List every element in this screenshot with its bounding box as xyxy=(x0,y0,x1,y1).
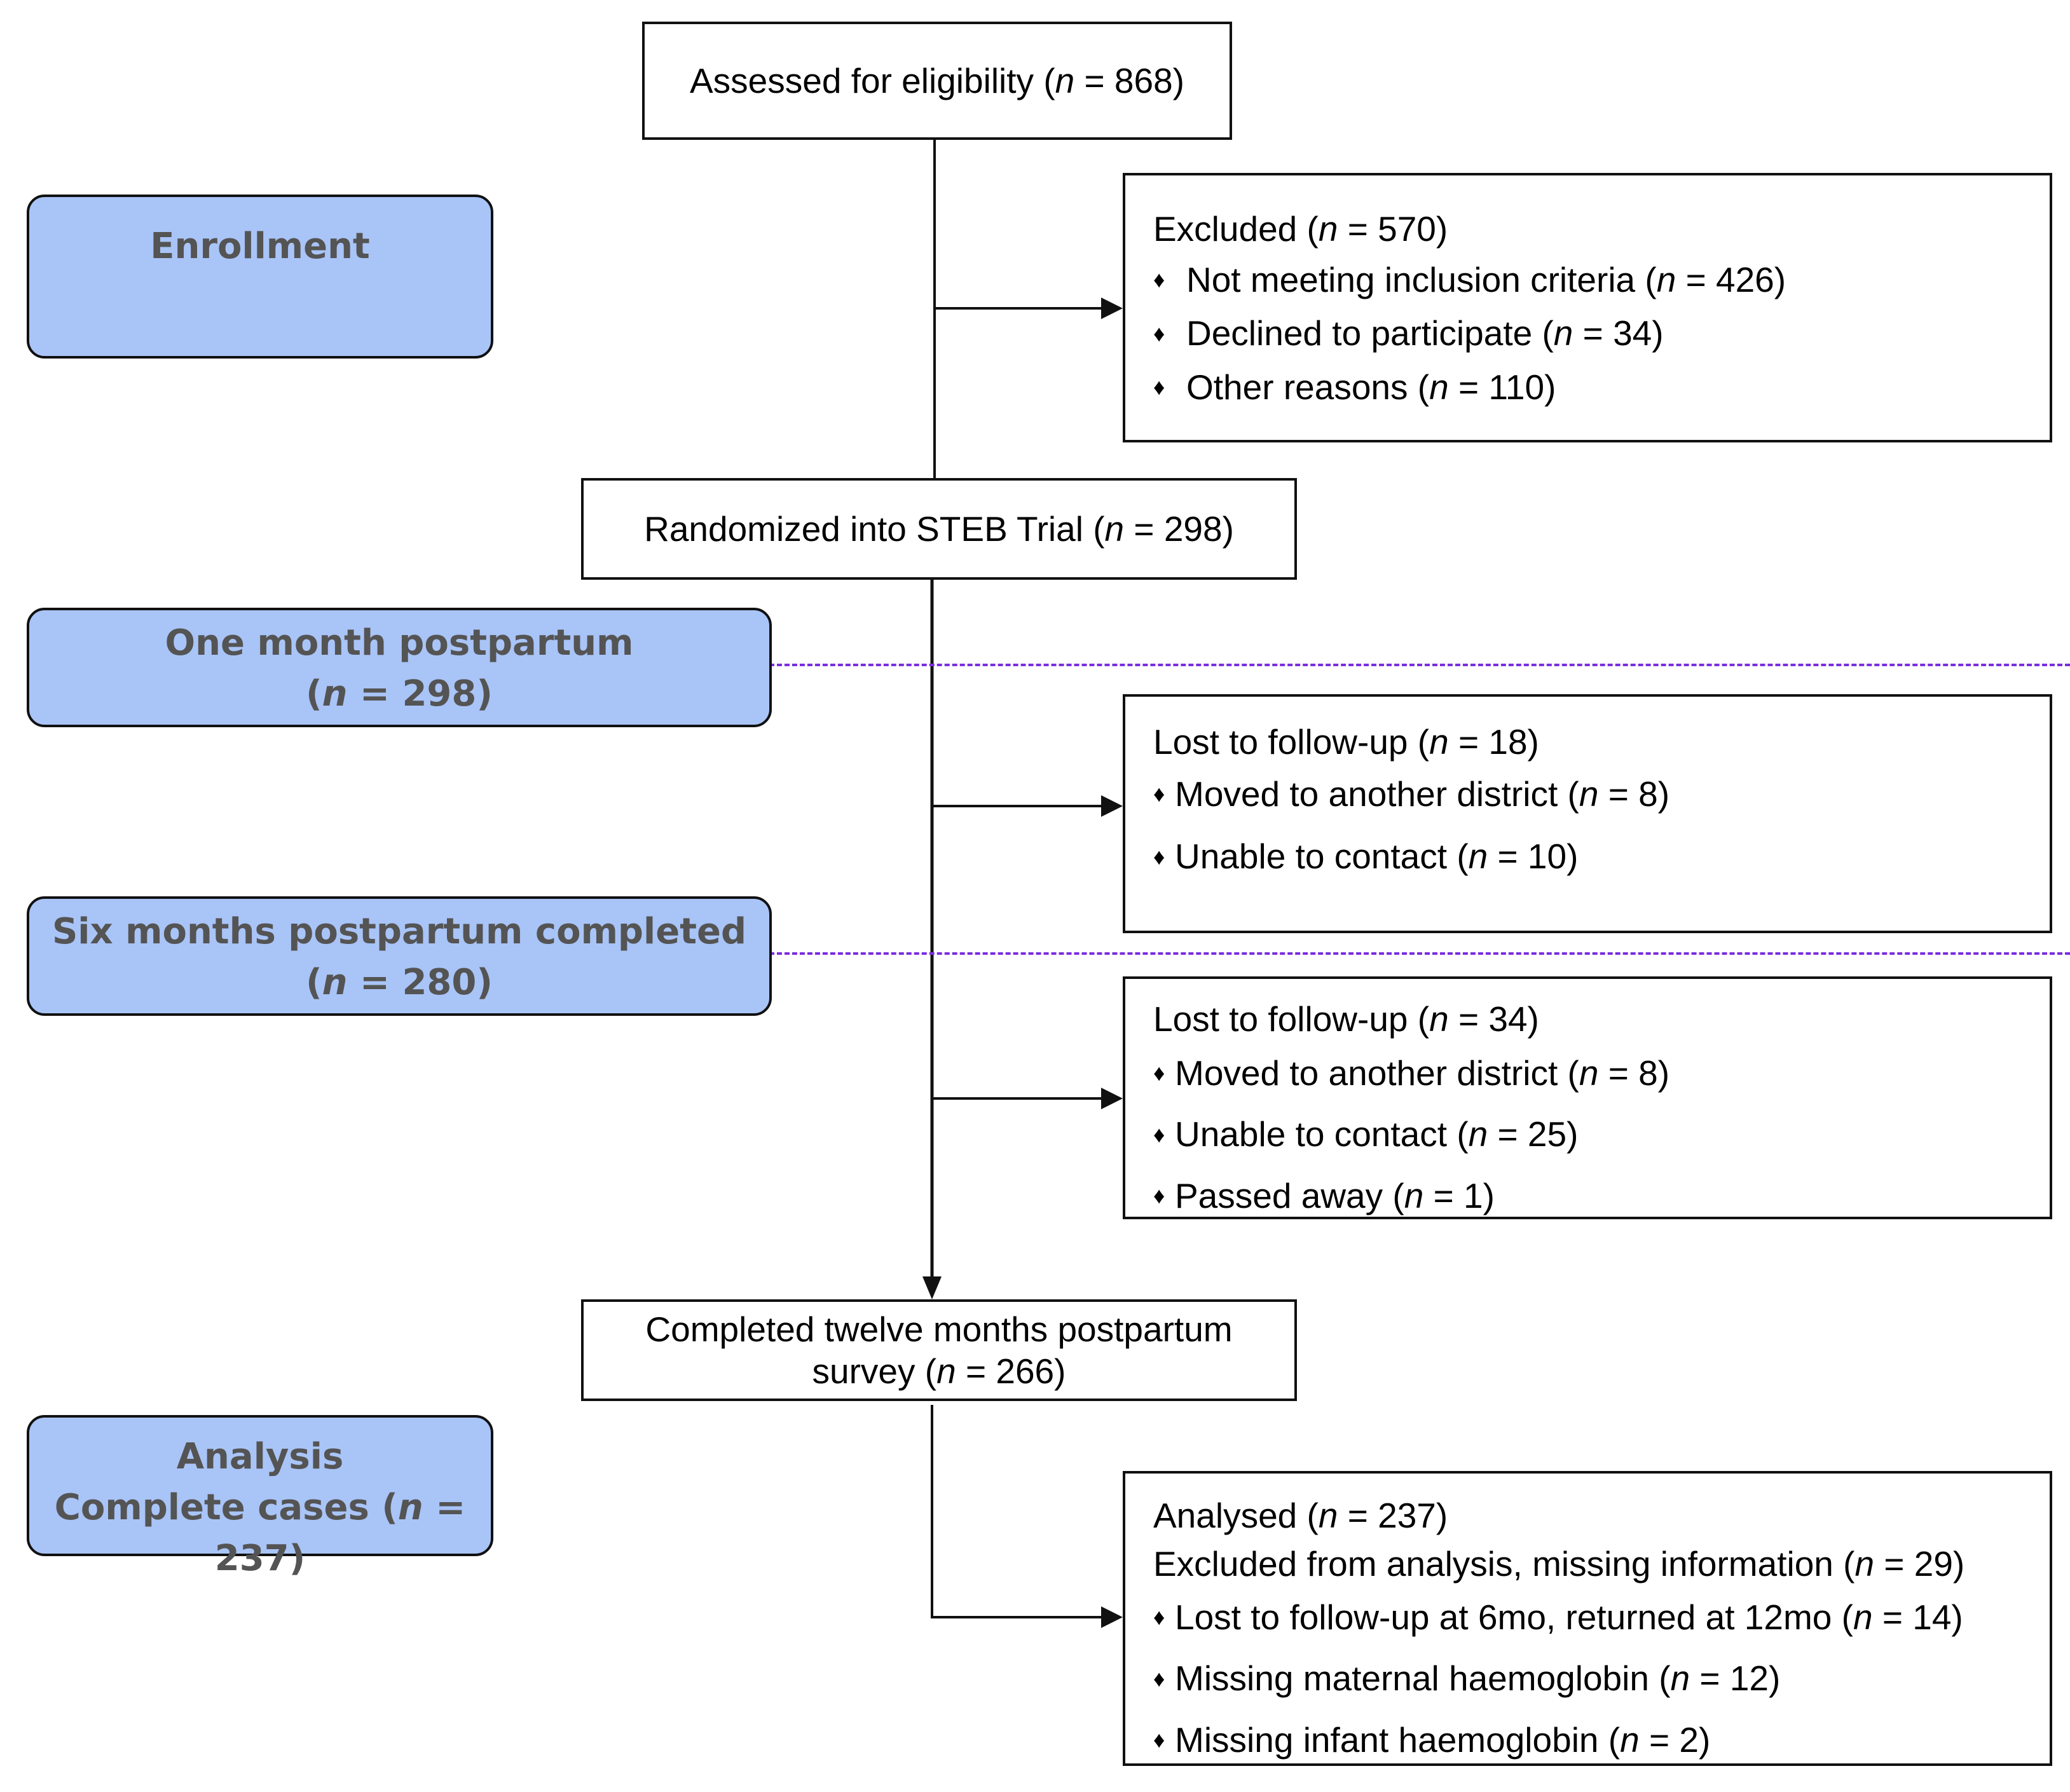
analysed-box: Analysed (n = 237) Excluded from analysi… xyxy=(1123,1471,2052,1766)
lost-followup-1-item: ♦Moved to another district (n = 8) xyxy=(1153,764,2050,826)
lost-followup-2-title: Lost to follow-up (n = 34) xyxy=(1153,999,1539,1039)
excluded-item: ♦Not meeting inclusion criteria (n = 426… xyxy=(1153,254,2050,308)
arrow-to-analysed xyxy=(932,1606,1123,1628)
stage-one-month-count: (n = 298) xyxy=(306,673,493,715)
assessed-text: Assessed for eligibility (n = 868) xyxy=(689,61,1184,100)
diamond-bullet-icon: ♦ xyxy=(1153,1121,1165,1147)
stage-enrollment-label: Enrollment xyxy=(150,226,370,267)
dashed-separator-one-month xyxy=(769,664,2070,666)
completed-box: Completed twelve months postpartum surve… xyxy=(581,1299,1297,1401)
analysed-subtitle: Excluded from analysis, missing informat… xyxy=(1153,1544,1965,1583)
excluded-title: Excluded (n = 570) xyxy=(1153,209,1448,249)
lost-followup-2-item: ♦Passed away (n = 1) xyxy=(1153,1166,2050,1228)
diamond-bullet-icon: ♦ xyxy=(1153,843,1165,870)
stage-one-month: One month postpartum (n = 298) xyxy=(27,608,772,727)
arrow-to-excluded xyxy=(935,298,1123,319)
lost-followup-1-item: ♦Unable to contact (n = 10) xyxy=(1153,826,2050,889)
analysed-item: ♦Lost to follow-up at 6mo, returned at 1… xyxy=(1153,1588,2050,1649)
completed-text-line2: survey (n = 266) xyxy=(812,1351,1066,1391)
dashed-separator-six-months xyxy=(769,952,2070,955)
diamond-bullet-icon: ♦ xyxy=(1153,1604,1165,1631)
stage-enrollment: Enrollment xyxy=(27,195,493,359)
diamond-bullet-icon: ♦ xyxy=(1153,1727,1165,1753)
stage-six-months-count: (n = 280) xyxy=(306,962,493,1003)
assessed-box: Assessed for eligibility (n = 868) xyxy=(642,22,1232,140)
analysed-item: ♦Missing maternal haemoglobin (n = 12) xyxy=(1153,1649,2050,1710)
diamond-bullet-icon: ♦ xyxy=(1153,1665,1165,1692)
analysed-title: Analysed (n = 237) xyxy=(1153,1496,1448,1535)
completed-text-line1: Completed twelve months postpartum xyxy=(645,1310,1233,1349)
diamond-bullet-icon: ♦ xyxy=(1153,1182,1165,1209)
lost-followup-2-box: Lost to follow-up (n = 34) ♦Moved to ano… xyxy=(1123,976,2052,1219)
randomized-box: Randomized into STEB Trial (n = 298) xyxy=(581,478,1297,580)
stage-analysis-label: Analysis xyxy=(176,1436,344,1477)
arrow-to-lost2 xyxy=(932,1088,1123,1109)
lost-followup-2-item: ♦Moved to another district (n = 8) xyxy=(1153,1044,2050,1105)
lost-followup-1-box: Lost to follow-up (n = 18) ♦Moved to ano… xyxy=(1123,694,2052,933)
diamond-bullet-icon: ♦ xyxy=(1153,266,1165,293)
arrow-to-completed xyxy=(922,1276,942,1299)
randomized-text: Randomized into STEB Trial (n = 298) xyxy=(644,509,1234,549)
excluded-box: Excluded (n = 570) ♦Not meeting inclusio… xyxy=(1123,173,2052,442)
diamond-bullet-icon: ♦ xyxy=(1153,1060,1165,1086)
stage-one-month-label: One month postpartum xyxy=(165,622,634,664)
arrow-to-lost1 xyxy=(932,795,1123,817)
diamond-bullet-icon: ♦ xyxy=(1153,320,1165,346)
diamond-bullet-icon: ♦ xyxy=(1153,781,1165,807)
excluded-item: ♦Declined to participate (n = 34) xyxy=(1153,308,2050,361)
diamond-bullet-icon: ♦ xyxy=(1153,374,1165,400)
lost-followup-1-title: Lost to follow-up (n = 18) xyxy=(1153,722,1539,762)
stage-six-months: Six months postpartum completed (n = 280… xyxy=(27,896,772,1016)
lost-followup-2-item: ♦Unable to contact (n = 25) xyxy=(1153,1105,2050,1166)
analysed-item: ♦Missing infant haemoglobin (n = 2) xyxy=(1153,1711,2050,1772)
excluded-item: ♦Other reasons (n = 110) xyxy=(1153,362,2050,415)
stage-analysis: Analysis Complete cases (n = 237) xyxy=(27,1415,493,1579)
stage-analysis-count: Complete cases (n = 237) xyxy=(54,1487,466,1579)
stage-six-months-label: Six months postpartum completed xyxy=(51,911,747,952)
